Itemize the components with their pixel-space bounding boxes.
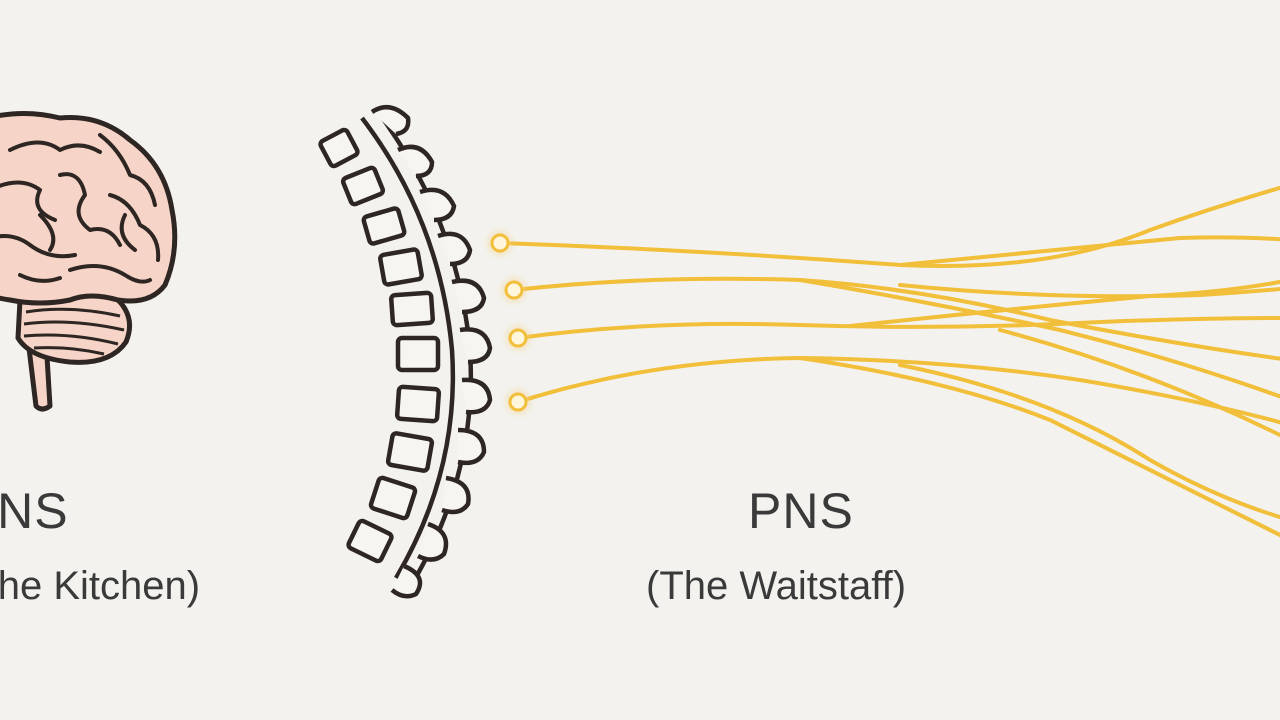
- vertebra: [346, 518, 394, 564]
- vertebra: [394, 384, 442, 424]
- vertebra: [385, 431, 435, 473]
- vertebra: [389, 290, 435, 328]
- brain-icon: [0, 111, 178, 412]
- nerve-fiber: [798, 356, 1280, 538]
- vertebra: [340, 165, 386, 207]
- vertebra: [378, 247, 424, 287]
- nerve-fiber: [498, 185, 1280, 268]
- nerve-fiber: [516, 355, 1280, 425]
- nerve-fiber: [998, 328, 1280, 438]
- vertebra: [395, 335, 441, 373]
- nerve-root-node: [508, 392, 528, 412]
- nerve-fiber: [898, 235, 1280, 267]
- nerve-root-node: [504, 280, 524, 300]
- cns-subtitle: (The Kitchen): [0, 564, 201, 608]
- pns-title: PNS: [748, 483, 854, 539]
- nerve-fiber: [798, 278, 1280, 399]
- cns-title: CNS: [0, 483, 69, 539]
- cerebrum: [0, 111, 178, 306]
- nerve-root-nodes: [490, 233, 528, 412]
- nerve-fiber: [898, 363, 1280, 520]
- cerebellum-folds: [23, 307, 125, 356]
- vertebra: [318, 127, 360, 169]
- spinal-column-icon: [318, 104, 493, 599]
- nerve-fiber: [516, 316, 1280, 340]
- nerve-fibers-icon: [498, 185, 1280, 538]
- brain-folds: [0, 133, 161, 284]
- spinal-cord: [360, 116, 456, 580]
- vertebra: [361, 206, 407, 246]
- nerve-fiber: [848, 279, 1280, 328]
- nerve-root-node: [508, 328, 528, 348]
- pns-subtitle: (The Waitstaff): [646, 564, 907, 608]
- spinous-processes: [370, 104, 493, 599]
- vertebra: [368, 475, 418, 521]
- nerve-fiber: [512, 276, 1280, 361]
- nerve-root-node: [490, 233, 510, 253]
